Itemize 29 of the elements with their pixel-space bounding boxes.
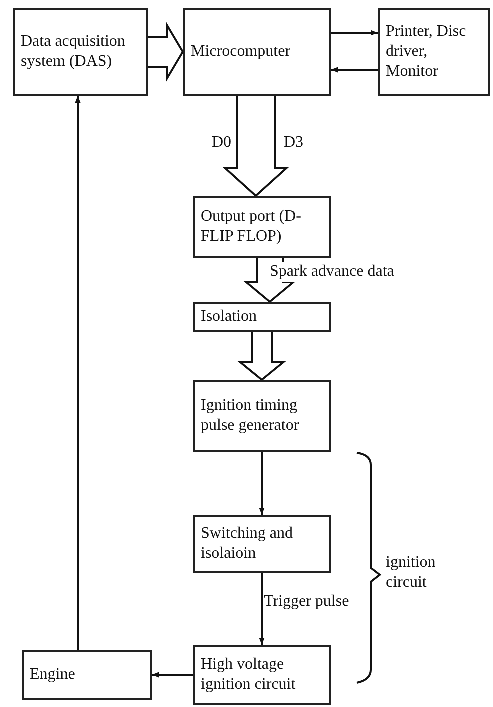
bus-arrow [237, 331, 287, 382]
process-box [193, 196, 331, 258]
box-label: Switching and isolaioin [201, 524, 294, 564]
box-label: Output port (D-FLIP FLOP) [201, 207, 302, 247]
arrow [259, 573, 265, 645]
box-label: Printer, Disc driver, Monitor [386, 22, 468, 82]
arrow [331, 30, 378, 36]
process-box [193, 380, 331, 452]
arrow [331, 67, 378, 73]
bus-arrow [222, 95, 290, 198]
edge-label: Trigger pulse [264, 592, 350, 612]
arrow [259, 452, 265, 515]
process-box [378, 8, 490, 96]
box-label: Microcomputer [191, 42, 292, 62]
edge-label: Spark advance data [270, 262, 394, 282]
box-label: High voltage ignition circuit [201, 655, 297, 695]
process-box [193, 515, 331, 573]
box-label: Ignition timing pulse generator [201, 396, 300, 436]
process-box [193, 302, 331, 332]
arrow [75, 96, 81, 650]
box-label: Data acquisition system (DAS) [21, 32, 126, 72]
arrow [152, 672, 193, 678]
process-box [22, 650, 152, 700]
bus-arrow [147, 21, 184, 83]
process-box [183, 8, 331, 96]
box-label: Engine [30, 665, 76, 685]
process-box [193, 645, 331, 705]
process-box [13, 8, 148, 96]
box-label: Isolation [201, 307, 258, 327]
